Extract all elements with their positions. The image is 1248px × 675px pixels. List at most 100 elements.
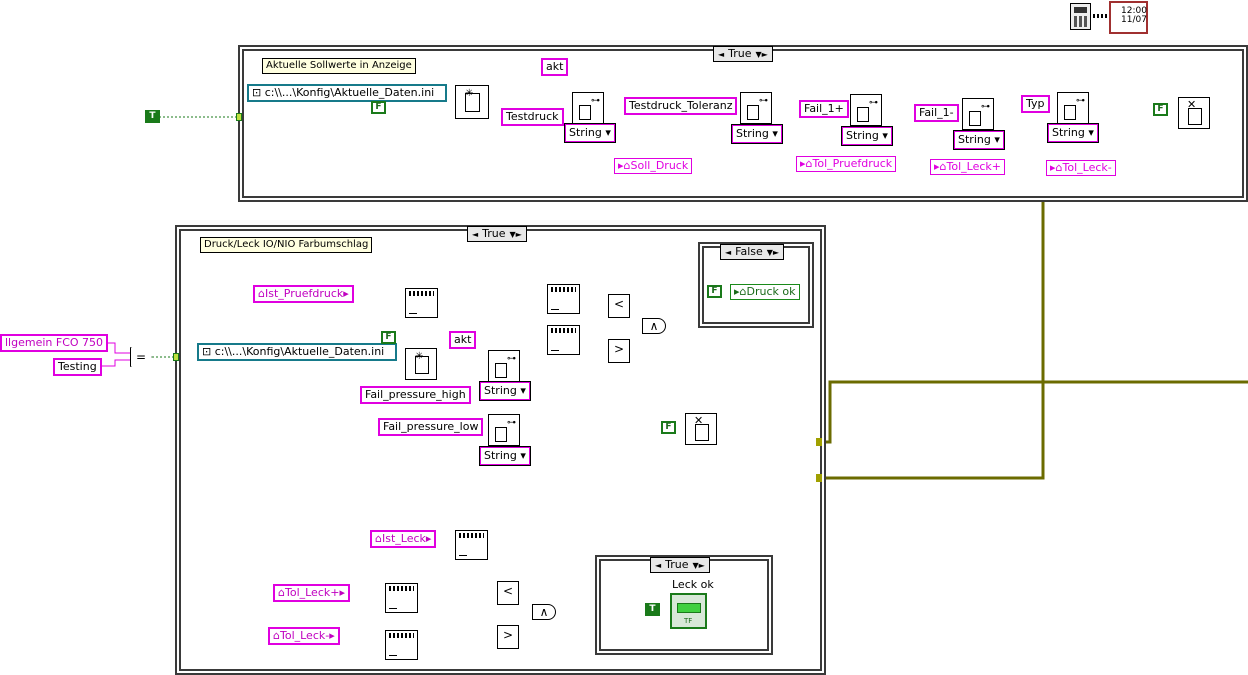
control-tol-leck-minus[interactable]: ⌂Tol_Leck-▸ (268, 627, 340, 645)
path-icon: ⊡ (252, 86, 265, 99)
control-tol-leck-plus[interactable]: ⌂Tol_Leck+▸ (273, 584, 350, 602)
control-allgemein[interactable]: llgemein FCO 750 (0, 334, 109, 352)
case-selector-top[interactable]: ◄True▼► (713, 46, 773, 62)
case-selector-leck[interactable]: ◄True▼► (650, 557, 710, 573)
arrow-right-icon: ▸ (425, 532, 432, 545)
chevron-down-icon: ▾ (520, 384, 526, 397)
indicator-soll-druck: ▸⌂Soll_Druck (614, 158, 693, 174)
string-to-number-leck-1[interactable] (455, 530, 488, 560)
arrow-right-icon: ▸ (329, 629, 335, 642)
selector-left-arrow-icon[interactable]: ◄ (472, 230, 479, 239)
indicator-tol-leck-minus: ▸⌂Tol_Leck- (1046, 160, 1116, 176)
key-icon: ⊶ (759, 96, 768, 106)
case-label-top: Aktuelle Sollwerte in Anzeige (262, 58, 416, 74)
and-gate-leck[interactable]: ∧ (532, 604, 556, 620)
akt-constant-top[interactable]: akt (541, 58, 569, 76)
close-icon: ✕ (1187, 98, 1197, 111)
bool-tunnel-mid (173, 353, 179, 361)
open-config-icon-mid[interactable]: ✳ (405, 348, 437, 380)
key-icon: ⊶ (591, 96, 600, 106)
clock-icon[interactable]: 12:00 11/07 (1109, 1, 1148, 34)
selector-dropdown-icon[interactable]: ▼► (509, 230, 522, 239)
local-var-icon: ▸⌂ (800, 157, 813, 170)
local-var-icon: ⌂ (278, 586, 285, 599)
type-dropdown-3[interactable]: String ▾ (841, 126, 893, 146)
local-var-icon: ▸⌂ (1050, 161, 1063, 174)
key-icon: ⊶ (981, 102, 990, 112)
greater-than-gate[interactable]: > (608, 339, 630, 363)
key-fail-1-minus[interactable]: Fail_1- (914, 104, 959, 122)
control-testing[interactable]: Testing (53, 358, 102, 376)
selector-dropdown-icon[interactable]: ▼► (692, 561, 705, 570)
string-to-number-2[interactable] (547, 284, 580, 314)
selector-dropdown-icon[interactable]: ▼► (755, 50, 768, 59)
calculator-icon[interactable] (1070, 3, 1091, 30)
case-selector-false[interactable]: ◄False▼► (720, 244, 785, 260)
clock-time: 12:00 (1121, 6, 1147, 16)
chevron-down-icon: ▾ (1088, 126, 1094, 139)
read-key-node-2[interactable]: ⊶ (740, 92, 772, 124)
less-than-gate[interactable]: < (608, 294, 630, 318)
type-dropdown-1[interactable]: String ▾ (564, 123, 616, 143)
arrow-right-icon: ▸ (343, 287, 349, 300)
refnum-tunnel-1 (816, 438, 822, 446)
true-constant-top[interactable]: T (145, 110, 160, 123)
string-to-number-leck-2[interactable] (385, 583, 418, 613)
local-var-icon: ▸⌂ (934, 160, 947, 173)
less-than-gate-leck[interactable]: < (497, 581, 519, 605)
string-to-number-leck-3[interactable] (385, 630, 418, 660)
case-selector-mid[interactable]: ◄True▼► (467, 226, 527, 242)
leck-ok-led-indicator: TF (670, 593, 707, 629)
read-key-node-mid-2[interactable]: ⊶ (488, 414, 520, 446)
close-config-icon[interactable]: ✕ (1178, 97, 1210, 129)
clock-date: 11/07 (1121, 15, 1147, 25)
ini-path-constant-top[interactable]: ⊡ c:\\...\Konfig\Aktuelle_Daten.ini (247, 84, 447, 102)
local-var-icon: ▸⌂ (618, 159, 631, 172)
selector-left-arrow-icon[interactable]: ◄ (718, 50, 725, 59)
false-constant-close-mid[interactable]: F (661, 421, 676, 434)
string-to-number-1[interactable] (405, 288, 438, 318)
false-constant-open[interactable]: F (371, 101, 386, 114)
control-ist-leck[interactable]: ⌂Ist_Leck▸ (370, 530, 437, 548)
open-config-icon[interactable]: ✳ (455, 85, 489, 119)
selector-left-arrow-icon[interactable]: ◄ (725, 248, 732, 257)
key-testdruck-toleranz[interactable]: Testdruck_Toleranz (624, 97, 738, 115)
control-ist-pruefdruck[interactable]: ⌂Ist_Pruefdruck▸ (253, 285, 354, 303)
key-fail-pressure-low[interactable]: Fail_pressure_low (378, 418, 484, 436)
chevron-down-icon: ▾ (520, 449, 526, 462)
leck-ok-label: Leck ok (672, 578, 714, 591)
indicator-tol-leck-plus: ▸⌂Tol_Leck+ (930, 159, 1005, 175)
key-testdruck[interactable]: Testdruck (501, 108, 564, 126)
type-dropdown-4[interactable]: String ▾ (953, 130, 1005, 150)
key-fail-1-plus[interactable]: Fail_1+ (799, 100, 849, 118)
key-icon: ⊶ (1076, 96, 1085, 106)
and-gate-druck[interactable]: ∧ (642, 318, 666, 334)
akt-constant-mid[interactable]: akt (449, 331, 477, 349)
read-key-node-4[interactable]: ⊶ (962, 98, 994, 130)
selector-dropdown-icon[interactable]: ▼► (766, 248, 780, 257)
read-key-node-1[interactable]: ⊶ (572, 92, 604, 124)
false-constant-close-top[interactable]: F (1153, 103, 1168, 116)
type-dropdown-mid-2[interactable]: String ▾ (479, 446, 531, 466)
type-dropdown-2[interactable]: String ▾ (731, 124, 783, 144)
true-constant-leck[interactable]: T (645, 603, 660, 616)
false-constant-open-mid[interactable]: F (381, 331, 396, 344)
local-var-icon: ⌂ (375, 532, 382, 545)
read-key-node-3[interactable]: ⊶ (850, 94, 882, 126)
false-constant-druck[interactable]: F (707, 285, 722, 298)
type-dropdown-mid-1[interactable]: String ▾ (479, 381, 531, 401)
read-key-node-mid-1[interactable]: ⊶ (488, 350, 520, 382)
selector-left-arrow-icon[interactable]: ◄ (655, 561, 662, 570)
refnum-tunnel-2 (816, 474, 822, 482)
ini-path-constant-mid[interactable]: ⊡ c:\\...\Konfig\Aktuelle_Daten.ini (197, 343, 397, 361)
close-config-icon-mid[interactable]: ✕ (685, 413, 717, 445)
key-fail-pressure-high[interactable]: Fail_pressure_high (360, 386, 471, 404)
type-dropdown-5[interactable]: String ▾ (1047, 123, 1099, 143)
key-icon: ⊶ (869, 98, 878, 108)
read-key-node-5[interactable]: ⊶ (1057, 92, 1089, 124)
string-to-number-3[interactable] (547, 325, 580, 355)
greater-than-gate-leck[interactable]: > (497, 625, 519, 649)
key-typ[interactable]: Typ (1021, 95, 1050, 113)
case-label-mid: Druck/Leck IO/NIO Farbumschlag (200, 237, 373, 253)
indicator-tol-pruefdruck: ▸⌂Tol_Pruefdruck (796, 156, 897, 172)
